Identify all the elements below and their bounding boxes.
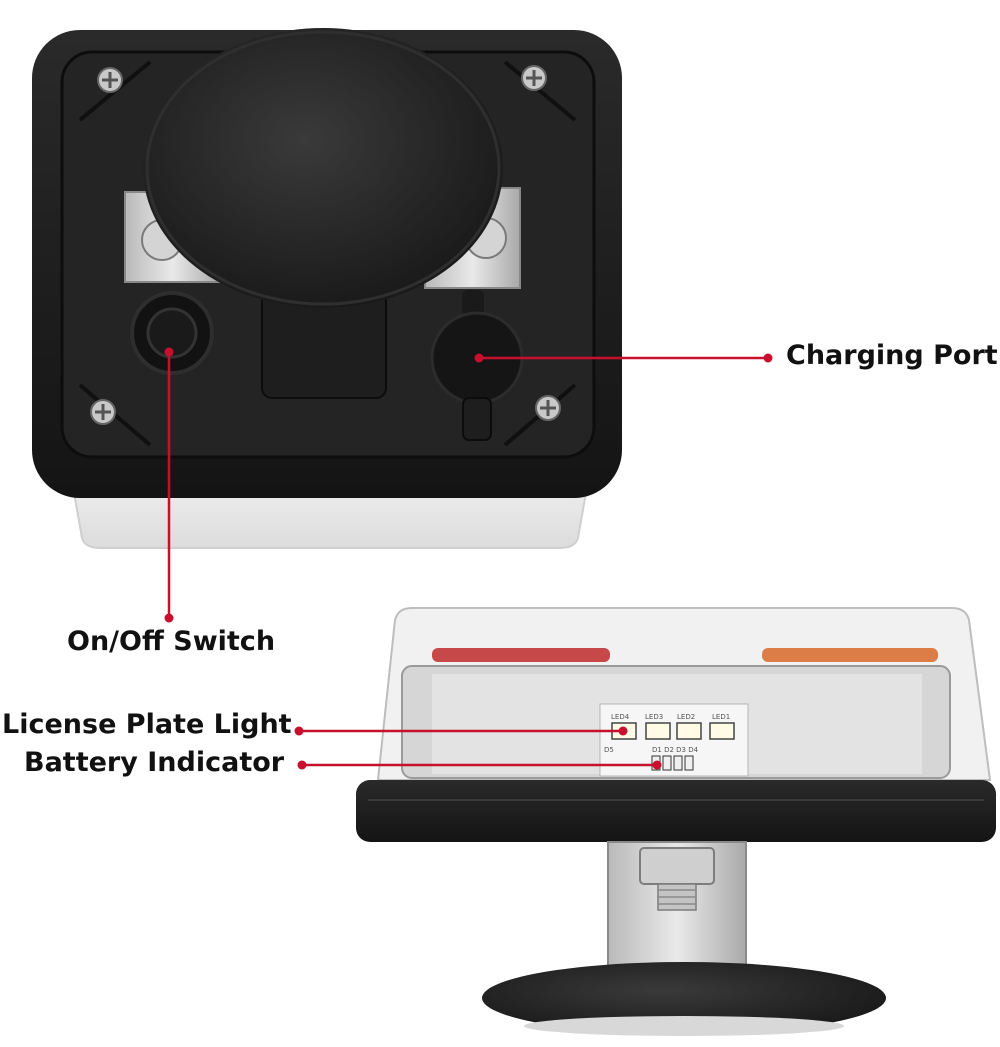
- pcb-label-led2: LED2: [677, 713, 695, 721]
- screw: [521, 65, 547, 91]
- screw: [97, 67, 123, 93]
- pcb-label-led3: LED3: [645, 713, 663, 721]
- magnet-disc: [143, 28, 503, 308]
- nut: [639, 847, 715, 885]
- pcb-label-led1: LED1: [712, 713, 730, 721]
- housing-base: [356, 780, 996, 842]
- magnet-foot: [482, 962, 886, 1034]
- screw: [535, 395, 561, 421]
- on-off-switch[interactable]: [130, 291, 214, 375]
- pcb-label-led4: LED4: [611, 713, 630, 721]
- battery-indicator-label: Battery Indicator: [24, 747, 285, 778]
- license-plate-light-label: License Plate Light: [2, 709, 292, 740]
- top-light-unit: [32, 28, 622, 549]
- bottom-light-unit: LED4 LED3 LED2 LED1 D5 D1 D2 D3 D4: [356, 607, 996, 1036]
- amber-lens-segment: [762, 648, 938, 662]
- callout-charging-port-line: [474, 353, 773, 363]
- pcb-label-d5: D5: [604, 746, 614, 754]
- screw: [90, 399, 116, 425]
- pcb-label-d-row: D1 D2 D3 D4: [652, 746, 699, 754]
- charging-port-label: Charging Port: [786, 340, 998, 371]
- red-lens-segment: [432, 648, 610, 662]
- callout-on-off-switch-line: [164, 347, 174, 623]
- callout-battery-indicator-line: [297, 760, 662, 770]
- callout-license-plate-light-line: [294, 726, 628, 736]
- on-off-switch-label: On/Off Switch: [67, 626, 276, 657]
